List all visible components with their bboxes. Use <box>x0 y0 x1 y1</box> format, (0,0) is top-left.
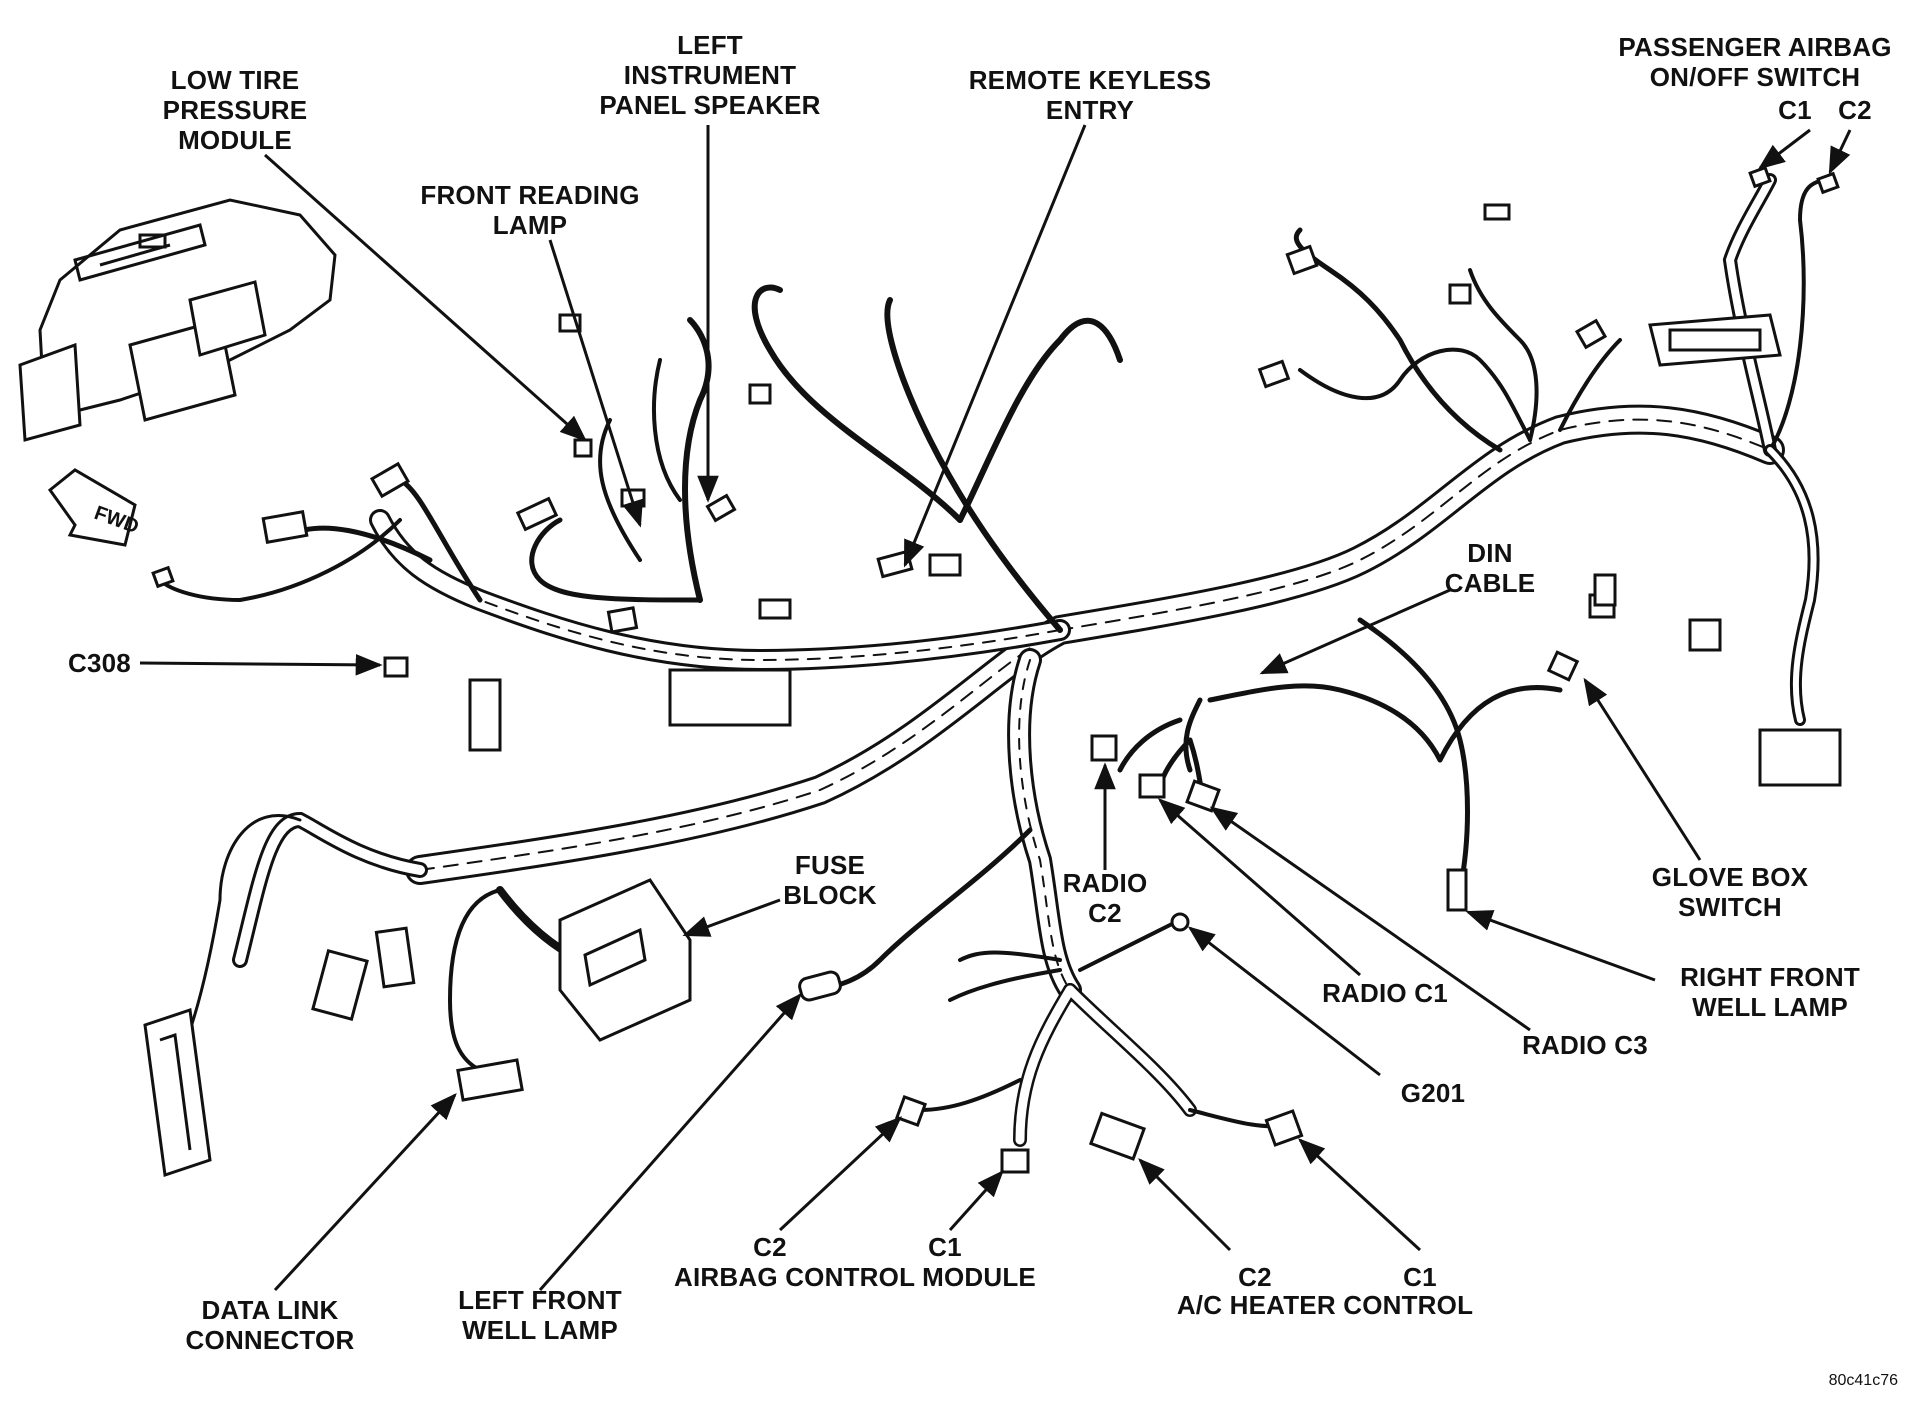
arrow-pab-c2 <box>1828 129 1852 175</box>
fwd-arrow-icon: FWD <box>47 468 142 547</box>
arrow-low-tire <box>264 153 588 442</box>
arrow-ach-c1 <box>1298 1138 1422 1252</box>
label-right-front-well-lamp: RIGHT FRONT WELL LAMP <box>1680 962 1860 1022</box>
arrow-pab-c1 <box>1757 128 1811 170</box>
arrow-radio-c1 <box>1157 798 1361 977</box>
radio-c2-connector <box>1090 734 1118 762</box>
data-link-connector-shape <box>456 1058 524 1102</box>
arrow-glove-box <box>1583 677 1702 861</box>
components <box>143 165 1842 1177</box>
label-fuse-block: FUSE BLOCK <box>783 850 877 910</box>
radio-c3-connector <box>1185 779 1221 813</box>
arrow-left-front-well <box>538 992 802 1291</box>
label-radio-c2: RADIO C2 <box>1062 868 1148 928</box>
label-data-link-connector: DATA LINK CONNECTOR <box>185 1295 355 1355</box>
arrow-fuse-block <box>682 898 781 937</box>
label-pab-c1: C1 <box>1778 95 1812 125</box>
label-left-instrument-panel-speaker: LEFT INSTRUMENT PANEL SPEAKER <box>599 30 821 120</box>
arrow-right-front-well <box>1465 910 1656 982</box>
label-acm-c2: C2 <box>753 1232 787 1262</box>
instrument-panel-illustration <box>18 198 337 442</box>
label-front-reading-lamp: FRONT READING LAMP <box>420 180 640 240</box>
label-din-cable: DIN CABLE <box>1444 538 1536 598</box>
label-left-front-well-lamp: LEFT FRONT WELL LAMP <box>458 1285 622 1345</box>
label-low-tire-pressure-module: LOW TIRE PRESSURE MODULE <box>162 65 308 155</box>
fuse-block-component <box>558 878 692 1042</box>
arrow-g201 <box>1187 926 1381 1077</box>
label-ach-c2: C2 <box>1238 1262 1272 1292</box>
arrow-remote-keyless <box>903 124 1087 568</box>
main-harness-trunk <box>158 173 1832 1147</box>
data-link-module <box>143 1008 212 1177</box>
arrow-c308 <box>139 653 383 676</box>
arrow-data-link <box>273 1093 457 1292</box>
radio-c1-connector <box>1138 773 1166 799</box>
arrow-acm-c1 <box>948 1169 1004 1232</box>
label-pab-c2: C2 <box>1838 95 1872 125</box>
label-remote-keyless-entry: REMOTE KEYLESS ENTRY <box>968 65 1212 125</box>
label-ac-heater-control: A/C HEATER CONTROL <box>1176 1290 1474 1320</box>
leader-arrows <box>139 124 1852 1292</box>
arrow-front-reading-lamp <box>548 239 643 528</box>
label-airbag-control-module: AIRBAG CONTROL MODULE <box>674 1262 1036 1292</box>
label-glove-box-switch: GLOVE BOX SWITCH <box>1651 862 1809 922</box>
arrow-acm-c2 <box>778 1116 902 1232</box>
label-c308: C308 <box>68 648 131 678</box>
label-g201: G201 <box>1400 1078 1466 1108</box>
arrow-ach-c2 <box>1138 1158 1232 1252</box>
label-passenger-airbag-switch: PASSENGER AIRBAG ON/OFF SWITCH <box>1618 32 1892 92</box>
figure-id: 80c41c76 <box>1828 1372 1898 1389</box>
label-radio-c3: RADIO C3 <box>1522 1030 1648 1060</box>
label-acm-c1: C1 <box>928 1232 962 1262</box>
label-radio-c1: RADIO C1 <box>1322 978 1448 1008</box>
arrow-din-cable <box>1259 588 1451 675</box>
label-ach-c1: C1 <box>1403 1262 1437 1292</box>
arrow-radio-c3 <box>1209 806 1531 1032</box>
